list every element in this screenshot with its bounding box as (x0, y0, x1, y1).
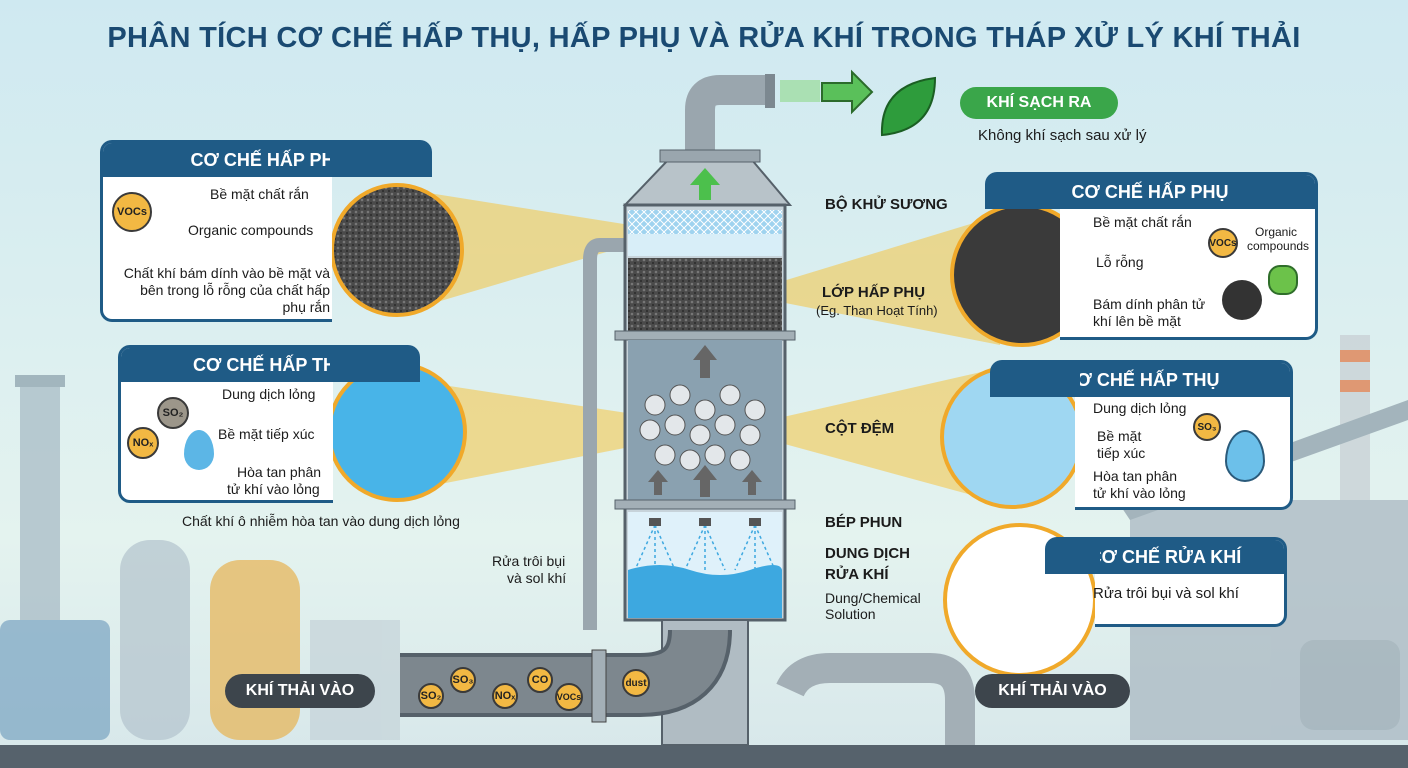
exhaust-in-badge-left: KHÍ THẢI VÀO (225, 674, 375, 708)
gas-chip-so3: SO₃ (450, 667, 476, 693)
gas-chip-vocs: VOCs (555, 683, 583, 711)
absorption-caption: Chất khí ô nhiễm hòa tan vào dung dịch l… (182, 513, 460, 529)
carbon-particle-icon (1222, 280, 1262, 320)
label-molecule-adhesion-1: Bám dính phân tử (1093, 296, 1206, 312)
label-organic-1: Organic (1255, 225, 1298, 239)
ground (0, 745, 1408, 768)
label-adhesion-2: bên trong lỗ rỗng của chất hấp (140, 282, 330, 298)
panel-absorption-left: CƠ CHẾ HẤP THỤ (118, 345, 333, 503)
packing-rings (639, 384, 766, 471)
label-organic-compounds: Organic compounds (188, 222, 314, 238)
organic-molecule-icon (1268, 265, 1298, 295)
label-solid-surface: Bề mặt chất rắn (1093, 214, 1192, 230)
demister-label: BỘ KHỬ SƯƠNG (825, 196, 948, 213)
outflow-arrow-icon (821, 69, 874, 115)
outlet-pipe (685, 75, 770, 150)
absorption-magnified-circle (327, 362, 467, 502)
label-organic-2: compounds (1247, 239, 1310, 253)
label-dissolve-1: Hòa tan phân (1093, 468, 1178, 484)
exhaust-in-badge-right: KHÍ THẢI VÀO (975, 674, 1130, 708)
vocs-chip: VOCs (112, 192, 152, 232)
nox-chip: NOₓ (127, 427, 159, 459)
label-rinse: Rửa trôi bụi và sol khí (1093, 585, 1239, 602)
gas-chip-so2: SO₂ (418, 683, 444, 709)
label-contact-2: tiếp xúc (1097, 445, 1146, 461)
so2-chip: SO₂ (157, 397, 189, 429)
panel-adsorption-left: CƠ CHẾ HẤP PHỤ (100, 140, 332, 322)
panel-title: CƠ CHẾ HẤP PHỤ (1060, 175, 1315, 209)
adsorbent-layer-label: LỚP HẤP PHỤ (822, 284, 926, 301)
rinse-label-2: và sol khí (507, 570, 567, 586)
adsorbent-magnified-circle (330, 183, 464, 317)
vocs-chip: VOCs (1208, 228, 1238, 258)
wash-solution-label-2: RỬA KHÍ (825, 566, 889, 583)
so3-chip: SO₃ (1193, 413, 1221, 441)
clean-air-caption: Không khí sạch sau xử lý (978, 127, 1147, 144)
label-pores: Lỗ rỗng (1096, 254, 1144, 270)
page-title: PHÂN TÍCH CƠ CHẾ HẤP THỤ, HẤP PHỤ VÀ RỬA… (107, 22, 1301, 54)
label-adhesion-1: Chất khí bám dính vào bề mặt và (123, 265, 330, 281)
up-arrows (648, 168, 762, 497)
label-adhesion-3: phụ rắn (282, 299, 330, 315)
label-liquid: Dung dịch lỏng (1093, 400, 1187, 416)
chemical-solution-label-2: Solution (825, 606, 876, 622)
panel-absorption-right: CƠ CHẾ HẤP THỤ (1075, 360, 1293, 510)
panel-adsorption-right: CƠ CHẾ HẤP PHỤ (1060, 172, 1318, 340)
clean-air-out-badge: KHÍ SẠCH RA (960, 87, 1118, 119)
label-contact-surface: Bề mặt tiếp xúc (218, 426, 315, 442)
water-drop-icon (184, 430, 214, 470)
label-dissolve-1: Hòa tan phân (237, 464, 322, 480)
panel-title: CƠ CHẾ HẤP THỤ (1075, 363, 1290, 397)
adsorbent-layer-sub: (Eg. Than Hoạt Tính) (816, 303, 938, 318)
label-dissolve-2: tử khí vào lỏng (1093, 485, 1186, 501)
water-drop-icon (1225, 430, 1265, 482)
rinse-label-1: Rửa trôi bụi (492, 553, 566, 569)
label-dissolve-2: tử khí vào lỏng (227, 481, 320, 497)
gas-chip-dust: dust (622, 669, 650, 697)
wash-solution-label-1: DUNG DỊCH (825, 545, 910, 562)
nozzle-label: BÉP PHUN (825, 514, 903, 531)
label-liquid: Dung dịch lỏng (222, 386, 316, 402)
gas-chip-co: CO (527, 667, 553, 693)
panel-title: CƠ CHẾ RỬA KHÍ (1095, 540, 1284, 574)
leaf-icon (880, 76, 937, 137)
gas-chip-nox: NOₓ (492, 683, 518, 709)
spray-nozzles (634, 524, 776, 571)
panel-title: CƠ CHẾ HẤP THỤ (121, 348, 333, 382)
label-solid-surface: Bề mặt chất rắn (210, 186, 309, 202)
chemical-solution-label-1: Dung/Chemical (825, 590, 921, 606)
highlight-cones (410, 190, 1000, 500)
panel-scrubbing-right: CƠ CHẾ RỬA KHÍ (1095, 537, 1287, 627)
panel-title: CƠ CHẾ HẤP PHỤ (103, 143, 332, 177)
label-contact-1: Bề mặt (1097, 428, 1142, 444)
label-molecule-adhesion-2: khí lên bề mặt (1093, 313, 1181, 329)
packing-label: CỘT ĐỆM (825, 420, 895, 437)
